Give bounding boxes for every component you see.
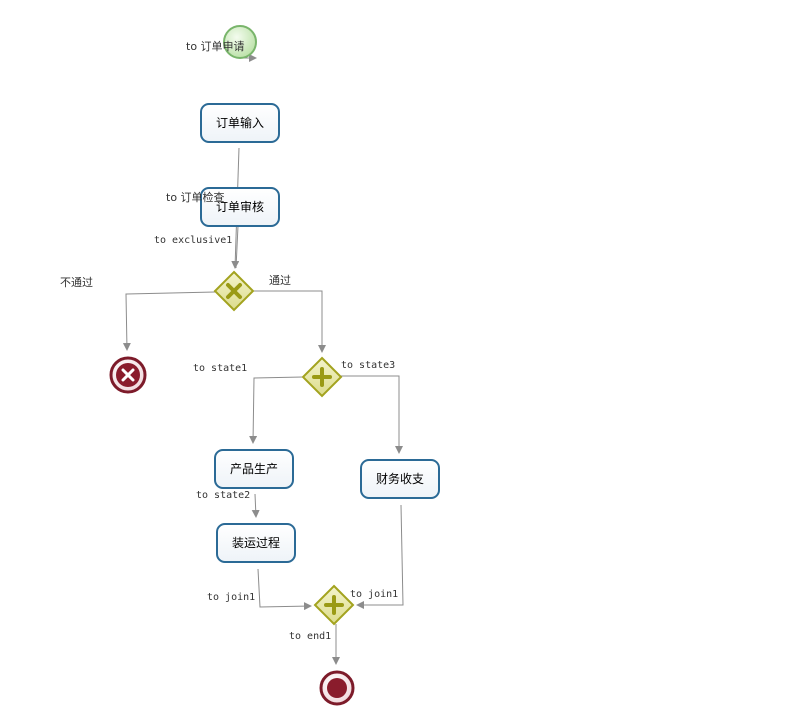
task-order-review[interactable]: 订单审核 bbox=[200, 187, 280, 227]
exclusive-gateway[interactable] bbox=[213, 270, 255, 312]
label-to-order-check: to 订单检查 bbox=[166, 190, 225, 204]
parallel-gateway-fork[interactable] bbox=[301, 356, 343, 398]
label-to-state3: to state3 bbox=[341, 360, 395, 371]
edge-approved bbox=[253, 290, 326, 353]
plus-icon bbox=[312, 367, 332, 387]
label-to-end1: to end1 bbox=[289, 631, 331, 642]
label-to-join1-right: to join1 bbox=[350, 589, 398, 600]
parallel-gateway-join[interactable] bbox=[313, 584, 355, 626]
task-production[interactable]: 产品生产 bbox=[214, 449, 294, 489]
label-to-order-apply: to 订单申请 bbox=[186, 40, 245, 53]
edge-to-join1-right bbox=[356, 504, 404, 609]
edge-labels: to 订单申请 to 订单检查 to exclusive1 不通过 通过 to … bbox=[60, 40, 398, 642]
label-to-join1-left: to join1 bbox=[207, 592, 255, 603]
label-rejected: 不通过 bbox=[60, 276, 93, 289]
start-event[interactable] bbox=[223, 25, 257, 59]
x-icon bbox=[226, 283, 242, 299]
edge-to-exclusive1 bbox=[235, 225, 239, 269]
task-shipping-label: 装运过程 bbox=[232, 535, 280, 550]
error-end-event[interactable] bbox=[109, 356, 147, 394]
label-to-state1: to state1 bbox=[193, 363, 247, 374]
label-approved: 通过 bbox=[269, 274, 291, 287]
task-order-input[interactable]: 订单输入 bbox=[200, 103, 280, 143]
task-shipping[interactable]: 装运过程 bbox=[216, 523, 296, 563]
task-finance-label: 财务收支 bbox=[376, 471, 424, 486]
task-production-label: 产品生产 bbox=[230, 462, 278, 476]
edge-to-state2 bbox=[251, 493, 260, 518]
edge-to-join1-left bbox=[257, 568, 312, 611]
edge-to-state1 bbox=[249, 376, 304, 444]
end-event[interactable] bbox=[319, 670, 355, 706]
task-order-review-label: 订单审核 bbox=[216, 199, 264, 214]
task-order-input-label: 订单输入 bbox=[216, 115, 264, 130]
label-to-exclusive1: to exclusive1 bbox=[154, 235, 232, 246]
x-icon bbox=[121, 368, 135, 382]
edges bbox=[122, 54, 404, 665]
plus-icon bbox=[324, 595, 344, 615]
edge-rejected bbox=[122, 291, 216, 351]
task-finance[interactable]: 财务收支 bbox=[360, 459, 440, 499]
edge-to-state3 bbox=[341, 375, 403, 454]
label-to-state2: to state2 bbox=[196, 490, 250, 501]
